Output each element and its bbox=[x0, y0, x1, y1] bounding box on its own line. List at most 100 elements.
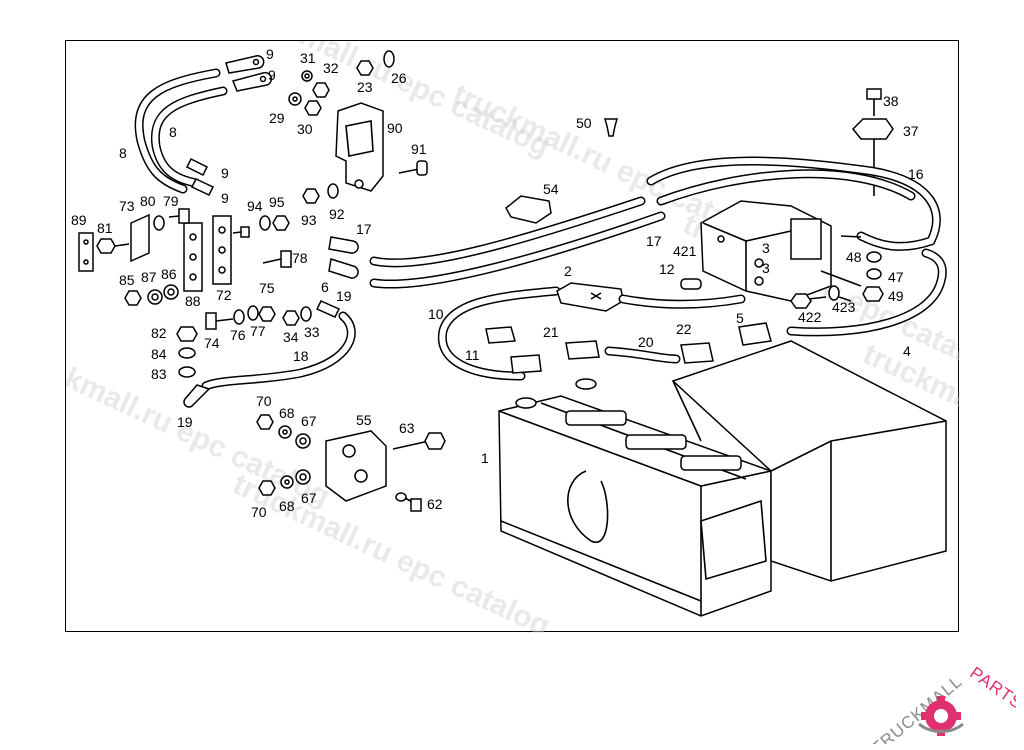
cable-20 bbox=[604, 346, 681, 364]
part-label: 9 bbox=[266, 46, 274, 62]
part-label: 9 bbox=[221, 190, 229, 206]
part-label: 87 bbox=[141, 269, 157, 285]
part-label: 48 bbox=[846, 249, 862, 265]
fuse-12 bbox=[680, 278, 702, 290]
leader-lines bbox=[672, 235, 862, 442]
part-label: 2 bbox=[564, 263, 572, 279]
nut-set bbox=[256, 414, 311, 496]
part-label: 67 bbox=[301, 490, 317, 506]
part-label: 17 bbox=[356, 221, 372, 237]
part-label: 74 bbox=[204, 335, 220, 351]
part-label: 84 bbox=[151, 346, 167, 362]
part-label: 33 bbox=[304, 324, 320, 340]
part-label: 72 bbox=[216, 287, 232, 303]
part-label: 54 bbox=[543, 181, 559, 197]
part-label: 29 bbox=[269, 110, 285, 126]
part-label: 17 bbox=[646, 233, 662, 249]
part-label: 83 bbox=[151, 366, 167, 382]
part-label: 67 bbox=[301, 413, 317, 429]
part-label: 90 bbox=[387, 120, 403, 136]
part-label: 76 bbox=[230, 327, 246, 343]
bracket-90 bbox=[335, 102, 384, 192]
part-label: 94 bbox=[247, 198, 263, 214]
part-label: 421 bbox=[673, 243, 697, 259]
part-label: 16 bbox=[908, 166, 924, 182]
cable-end-17 bbox=[328, 236, 359, 279]
cable-harness bbox=[369, 156, 947, 337]
bolt-50 bbox=[604, 118, 618, 137]
part-label: 5 bbox=[736, 310, 744, 326]
part-label: 38 bbox=[883, 93, 899, 109]
cable-8 bbox=[134, 68, 228, 194]
part-label: 11 bbox=[465, 347, 480, 363]
part-label: 68 bbox=[279, 405, 295, 421]
part-label: 78 bbox=[292, 250, 308, 266]
relay-box-421 bbox=[700, 200, 832, 302]
part-label: 32 bbox=[323, 60, 339, 76]
part-label: 70 bbox=[251, 504, 267, 520]
battery-2 bbox=[671, 340, 947, 582]
part-label: 73 bbox=[119, 198, 135, 214]
part-label: 68 bbox=[279, 498, 295, 514]
part-label: 63 bbox=[399, 420, 415, 436]
part-label: 423 bbox=[832, 299, 856, 315]
part-label: 86 bbox=[161, 266, 177, 282]
gear-icon bbox=[918, 696, 964, 736]
bolt-62 bbox=[395, 492, 422, 512]
part-label: 8 bbox=[119, 145, 127, 161]
bolt-63 bbox=[392, 432, 446, 450]
part-label: 77 bbox=[250, 323, 266, 339]
part-label: 47 bbox=[888, 269, 904, 285]
part-label: 95 bbox=[269, 194, 285, 210]
part-label: 12 bbox=[659, 261, 675, 277]
fastener-set bbox=[96, 183, 339, 378]
diagram-frame: truckmall.ru epc catalog truckmall.ru ep… bbox=[65, 40, 960, 633]
part-label: 92 bbox=[329, 206, 345, 222]
part-label: 31 bbox=[300, 50, 316, 66]
part-label: 19 bbox=[177, 414, 193, 430]
part-label: 50 bbox=[576, 115, 592, 131]
part-label: 49 bbox=[888, 288, 904, 304]
plate-parts bbox=[78, 213, 232, 292]
part-label: 22 bbox=[676, 321, 692, 337]
part-label: 55 bbox=[356, 412, 372, 428]
truckmall-parts-logo: TRUCKMALL PARTS bbox=[868, 663, 1016, 744]
part-label: 62 bbox=[427, 496, 443, 512]
part-label: 23 bbox=[357, 79, 373, 95]
part-label: 37 bbox=[903, 123, 919, 139]
part-label: 34 bbox=[283, 329, 299, 345]
part-label: 3 bbox=[762, 240, 770, 256]
part-label: 19 bbox=[336, 288, 352, 304]
part-label: 26 bbox=[391, 70, 407, 86]
part-label: 85 bbox=[119, 272, 135, 288]
part-label: 88 bbox=[185, 293, 201, 309]
part-label: 79 bbox=[163, 193, 179, 209]
part-label: 9 bbox=[221, 165, 229, 181]
part-label: 30 bbox=[297, 121, 313, 137]
part-label: 9 bbox=[268, 67, 276, 83]
bolt-422 bbox=[790, 251, 884, 309]
part-label: 1 bbox=[481, 450, 489, 466]
part-labels: 9 9 31 32 23 26 8 8 29 30 90 91 9 9 50 3… bbox=[71, 46, 924, 520]
part-label: 422 bbox=[798, 309, 822, 325]
battery-terminal bbox=[485, 322, 772, 374]
parts-diagram: truckmall.ru epc catalog truckmall.ru ep… bbox=[66, 41, 960, 633]
part-label: 75 bbox=[259, 280, 275, 296]
part-label: 91 bbox=[411, 141, 427, 157]
cable-lug bbox=[185, 157, 215, 196]
part-label: 70 bbox=[256, 393, 272, 409]
part-label: 6 bbox=[321, 279, 329, 295]
part-label: 8 bbox=[169, 124, 177, 140]
part-label: 80 bbox=[140, 193, 156, 209]
part-label: 3 bbox=[762, 260, 770, 276]
cable-10 bbox=[437, 286, 561, 381]
cable-18 bbox=[183, 300, 356, 408]
part-label: 89 bbox=[71, 212, 87, 228]
junction-block-55 bbox=[325, 430, 387, 502]
logo-text-accent: PARTS bbox=[966, 663, 1016, 713]
part-label: 81 bbox=[97, 220, 113, 236]
battery-1 bbox=[498, 378, 772, 617]
bolt-91 bbox=[398, 160, 428, 176]
part-label: 20 bbox=[638, 334, 654, 350]
part-label: 18 bbox=[293, 348, 309, 364]
